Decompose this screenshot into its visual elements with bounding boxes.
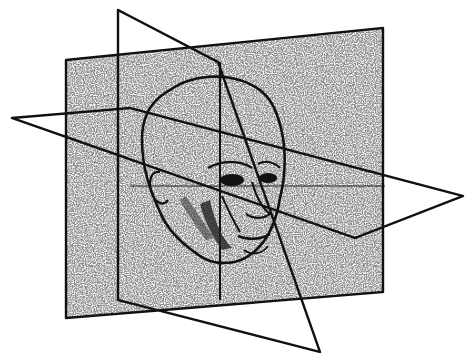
eye: [259, 173, 277, 183]
plane-shading: [66, 28, 383, 318]
eye: [220, 174, 244, 186]
